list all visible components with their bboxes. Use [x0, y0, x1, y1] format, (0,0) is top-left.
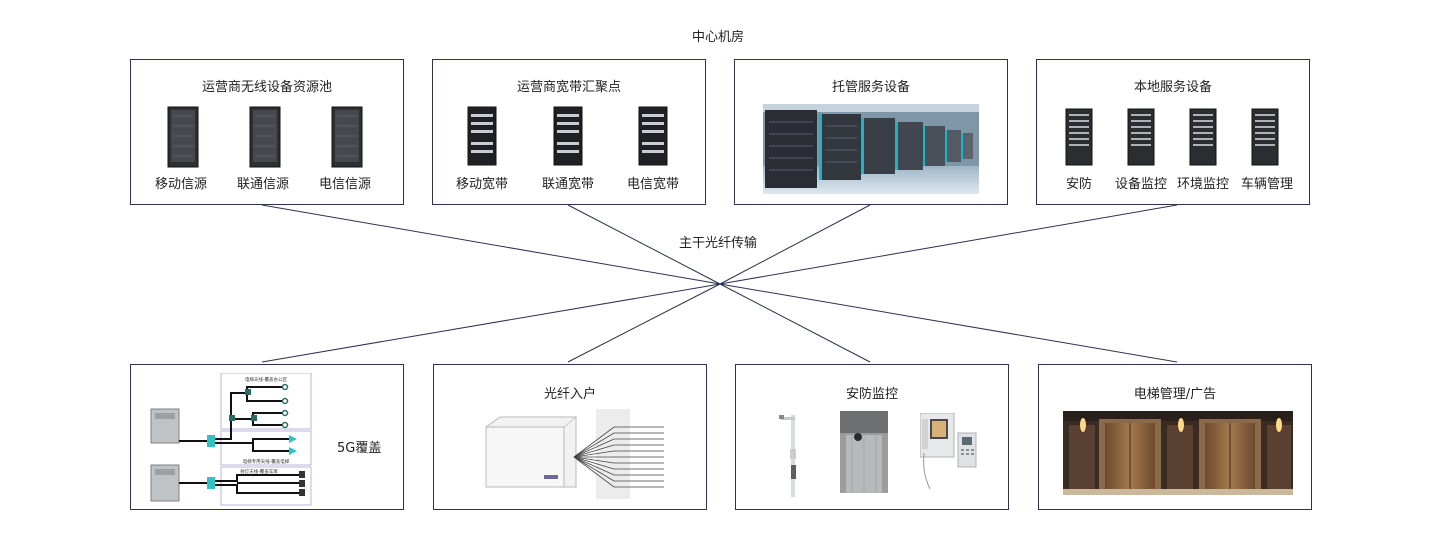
- item-label: 车辆管理: [1240, 177, 1293, 192]
- item-label: 安防: [1065, 177, 1092, 192]
- box-fiber: 光纤入户: [433, 364, 707, 510]
- link-wireless-pool: [261, 204, 721, 285]
- sub-label: 电梯专用天线-覆盖电梯: [243, 458, 290, 465]
- box-wireless-pool: 运营商无线设备资源池 移动信源 联通信源 电信信源: [130, 59, 404, 205]
- rack-icon: [1127, 108, 1155, 166]
- box-title: 运营商无线设备资源池: [201, 80, 332, 95]
- box-title: 运营商宽带汇聚点: [516, 80, 621, 95]
- trunk-label: 主干光纤传输: [679, 236, 758, 251]
- rack-icon: [167, 106, 199, 168]
- sub-label: 电梯天线-覆盖办公区: [245, 376, 288, 383]
- link-security: [719, 283, 871, 363]
- elevator-lobby-image: [1063, 411, 1293, 495]
- sub-label: 射灯天线-覆盖车库: [240, 468, 278, 475]
- box-security: 安防监控: [735, 364, 1009, 510]
- box-title: 托管服务设备: [831, 80, 910, 95]
- item-label: 环境监控: [1176, 177, 1229, 192]
- rack-icon: [638, 106, 668, 166]
- box-title: 电梯管理/广告: [1133, 387, 1217, 402]
- box-title: 光纤入户: [543, 387, 596, 402]
- link-elevator: [719, 283, 1178, 363]
- 5g-antenna-diagram: 电梯天线-覆盖办公区 电梯专用天线-覆盖电梯 射灯天线-覆盖车库: [150, 373, 312, 506]
- rack-icon: [1189, 108, 1217, 166]
- item-label: 移动信源: [154, 177, 207, 192]
- item-label: 电信信源: [318, 177, 371, 192]
- item-label: 设备监控: [1114, 177, 1167, 192]
- elevator-camera-image: [840, 411, 888, 493]
- rack-icon: [1065, 108, 1093, 166]
- box-title: 5G覆盖: [337, 441, 382, 456]
- intercom-image: [920, 413, 977, 490]
- server-room-image: [763, 104, 979, 194]
- item-label: 电信宽带: [626, 177, 679, 192]
- box-title: 安防监控: [845, 387, 898, 402]
- fiber-box-image: [485, 409, 664, 499]
- box-elevator: 电梯管理/广告: [1038, 364, 1312, 510]
- rack-icon: [249, 106, 281, 168]
- rack-icon: [331, 106, 363, 168]
- rack-icon: [553, 106, 583, 166]
- link-fiber: [567, 283, 721, 363]
- link-5g: [261, 283, 721, 363]
- item-label: 联通信源: [236, 177, 289, 192]
- camera-pole-image: [779, 415, 796, 497]
- box-hosting: 托管服务设备: [734, 59, 1008, 205]
- item-label: 联通宽带: [541, 177, 594, 192]
- link-hosting: [719, 204, 871, 285]
- box-5g: 电梯天线-覆盖办公区 电梯专用天线-覆盖电梯 射灯天线-覆盖车库 5G覆盖: [130, 364, 404, 510]
- box-broadband: 运营商宽带汇聚点 移动宽带 联通宽带 电信宽带: [432, 59, 706, 205]
- box-title: 本地服务设备: [1133, 80, 1212, 95]
- item-label: 移动宽带: [455, 177, 508, 192]
- rack-icon: [1251, 108, 1279, 166]
- center-room-title: 中心机房: [692, 30, 745, 45]
- box-local-services: 本地服务设备 安防 设备监控 环境监控 车辆管理: [1036, 59, 1310, 205]
- link-local-services: [719, 204, 1178, 285]
- rack-icon: [467, 106, 497, 166]
- link-broadband: [567, 204, 721, 285]
